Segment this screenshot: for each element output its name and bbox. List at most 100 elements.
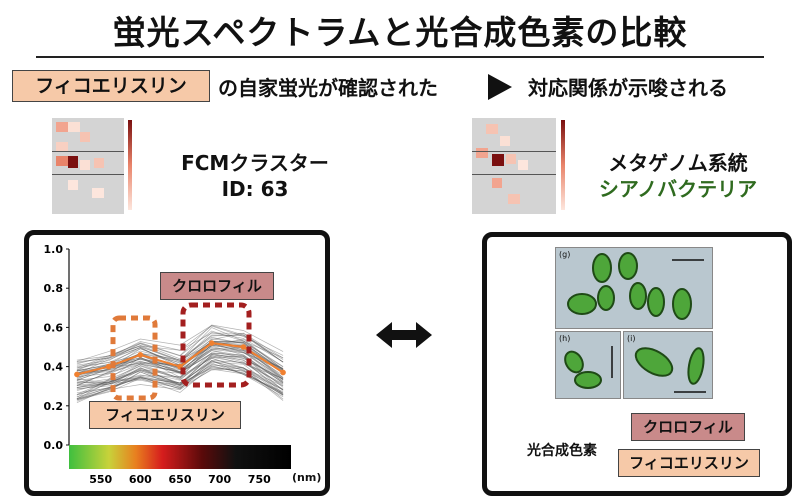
chlorophyll-annotation: クロロフィル xyxy=(160,272,274,300)
y-tick-label: 0.8 xyxy=(44,282,64,295)
colorbar xyxy=(128,120,132,210)
x-unit-label: (nm) xyxy=(292,471,322,484)
fcm-heatmap xyxy=(52,118,124,214)
chlorophyll-pigment-tag: クロロフィル xyxy=(631,413,745,441)
heatmap-divider xyxy=(52,174,124,175)
micrograph-h: (h) xyxy=(555,331,621,399)
micrograph-i: (i) xyxy=(623,331,713,399)
spectrum-trace xyxy=(76,325,284,362)
heatmap-cell xyxy=(500,136,510,146)
spectrum-trace xyxy=(76,344,284,381)
spectrum-trace xyxy=(76,360,284,395)
y-tick-label: 0.6 xyxy=(44,321,64,334)
metagenome-title: メタゲノム系統 xyxy=(608,151,748,175)
median-point xyxy=(74,371,80,378)
y-tick-label: 1.0 xyxy=(44,243,64,256)
fcm-cluster-id: ID: 63 xyxy=(221,177,289,201)
metagenome-label: メタゲノム系統 シアノバクテリア xyxy=(578,150,778,202)
spectrum-trace xyxy=(76,352,284,388)
spectrum-trace xyxy=(76,350,284,381)
heatmap-cell xyxy=(56,156,68,166)
x-ticks: 550 600 650 700 750 xyxy=(89,473,271,486)
x-tick-label: 650 xyxy=(169,473,192,486)
heatmap-cell xyxy=(68,122,80,132)
spectrum-trace xyxy=(76,325,284,364)
page-title: 蛍光スペクトラムと光合成色素の比較 xyxy=(112,13,688,52)
x-tick-label: 550 xyxy=(89,473,112,486)
chlorophyll-region-box xyxy=(180,302,252,388)
spectrum-trace xyxy=(76,364,284,401)
spectrum-trace xyxy=(76,352,284,388)
phycoerythrin-pigment-tag: フィコエリスリン xyxy=(618,449,760,477)
phycoerythrin-tag: フィコエリスリン xyxy=(12,70,210,102)
y-tick-label: 0.2 xyxy=(44,400,64,413)
autofluorescence-text: の自家蛍光が確認された xyxy=(218,76,438,100)
heatmap-cell xyxy=(486,124,498,134)
median-point xyxy=(280,369,286,376)
colorbar xyxy=(561,120,565,210)
spectrum-trace xyxy=(76,330,284,366)
spectrum-trace xyxy=(76,354,284,391)
spectrum-trace xyxy=(76,355,284,385)
spectrum-trace xyxy=(76,355,284,398)
spectrum-trace xyxy=(76,345,284,385)
heatmap-cell xyxy=(506,154,516,164)
spectrum-trace xyxy=(76,352,284,387)
metagenome-heatmap xyxy=(472,118,556,214)
y-ticks: 0.00.20.40.60.81.0 xyxy=(44,243,69,452)
spectrum-trace xyxy=(76,354,284,388)
heatmap-cell xyxy=(518,160,528,170)
spectrum-trace xyxy=(76,334,284,369)
double-arrow-icon xyxy=(376,322,432,348)
heatmap-cell xyxy=(492,154,504,166)
micrograph-label-i: (i) xyxy=(627,334,636,343)
spectrum-trace xyxy=(76,332,284,365)
micrograph-panel: (g) (h) (i) xyxy=(482,232,792,496)
spectrum-trace xyxy=(76,366,284,401)
spectrum-trace xyxy=(76,368,284,402)
x-tick-label: 750 xyxy=(248,473,271,486)
spectrum-trace xyxy=(76,361,284,387)
heatmap-cell xyxy=(92,188,104,198)
heatmap-divider xyxy=(52,151,124,152)
micrograph-g: (g) xyxy=(555,247,713,329)
micrograph-label-g: (g) xyxy=(559,250,571,259)
spectrum-trace xyxy=(76,365,284,396)
cyanobacteria-cells xyxy=(564,346,613,389)
median-point xyxy=(208,340,215,346)
spectrum-trace xyxy=(76,327,284,367)
spectrum-trace xyxy=(76,340,284,375)
heatmap-cell xyxy=(476,148,488,158)
spectrum-trace xyxy=(76,361,284,395)
spectrum-trace xyxy=(76,357,284,390)
cyanobacteria-cells xyxy=(634,347,706,393)
spectrum-trace xyxy=(76,367,284,399)
spectrum-trace xyxy=(76,350,284,384)
cyanobacteria-cells xyxy=(567,252,704,320)
x-tick-label: 700 xyxy=(208,473,231,486)
phycoerythrin-region-box xyxy=(110,315,158,401)
x-tick-label: 600 xyxy=(129,473,152,486)
heatmap-cell xyxy=(94,158,104,168)
y-tick-label: 0.4 xyxy=(44,361,64,374)
spectrum-trace xyxy=(76,332,284,371)
fcm-cluster-label: FCMクラスター ID: 63 xyxy=(160,150,350,202)
spectrum-trace xyxy=(76,324,284,361)
title-divider xyxy=(36,56,764,58)
heatmap-cell xyxy=(492,178,502,188)
heatmap-divider xyxy=(472,174,556,175)
heatmap-cell xyxy=(508,194,520,204)
spectrum-trace xyxy=(76,353,284,387)
median-point xyxy=(137,352,144,358)
median-point xyxy=(240,344,247,350)
spectrum-trace xyxy=(76,360,284,401)
spectrum-trace xyxy=(76,358,284,391)
spectrum-trace xyxy=(76,356,284,398)
fcm-cluster-title: FCMクラスター xyxy=(181,151,329,175)
cyanobacteria-label: シアノバクテリア xyxy=(598,177,758,201)
heatmap-cell xyxy=(80,132,90,142)
photosynthetic-pigment-label: 光合成色素 xyxy=(527,443,597,459)
spectrum-trace xyxy=(76,367,284,400)
